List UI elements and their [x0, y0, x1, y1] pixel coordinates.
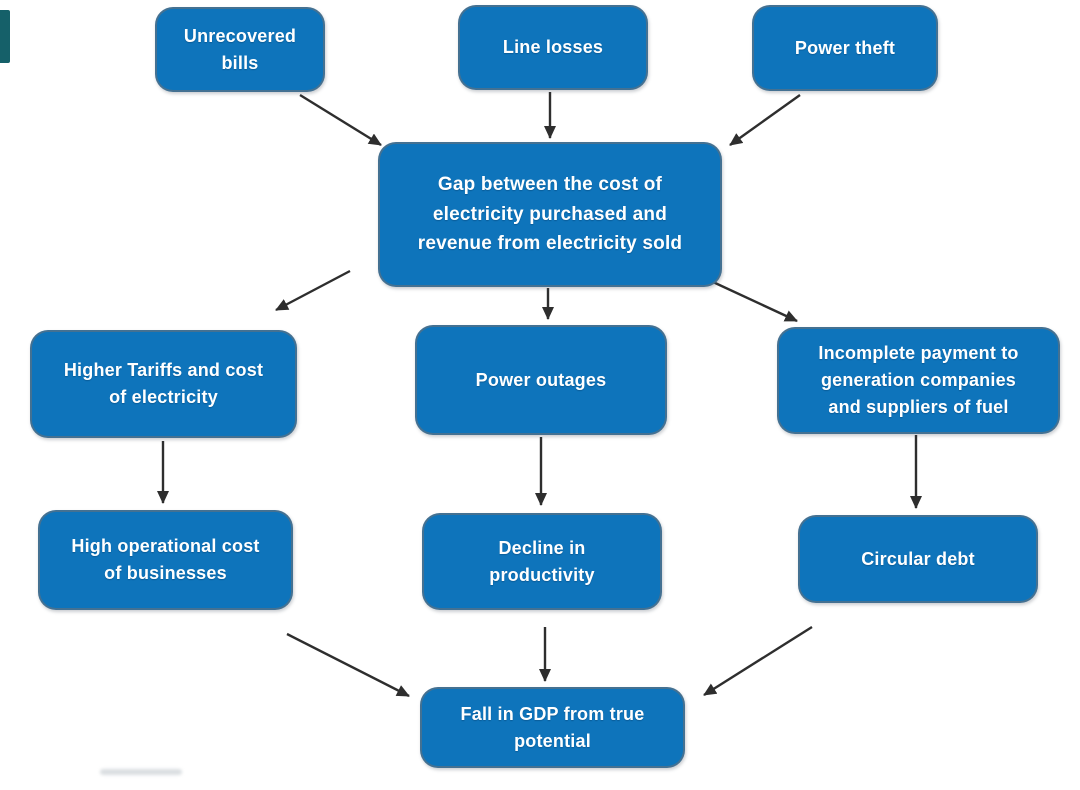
arrow-high-operational-cost-to-fall-gdp	[286, 632, 410, 698]
node-label: Gap between the cost of electricity purc…	[417, 174, 683, 255]
arrow-power-theft-to-gap	[729, 94, 801, 146]
node-fall-gdp: Fall in GDP from true potential	[420, 687, 685, 768]
node-unrecovered-bills: Unrecovered bills	[155, 7, 325, 92]
node-label: Power outages	[475, 369, 607, 390]
node-higher-tariffs: Higher Tariffs and cost of electricity	[30, 330, 297, 438]
node-line-losses: Line losses	[458, 5, 648, 90]
node-label: High operational cost of businesses	[71, 536, 260, 583]
node-incomplete-payment: Incomplete payment to generation compani…	[777, 327, 1060, 434]
node-label: Decline in productivity	[489, 537, 595, 585]
node-label: Fall in GDP from true potential	[460, 703, 645, 751]
node-decline-productivity: Decline in productivity	[422, 513, 662, 610]
arrow-circular-debt-to-fall-gdp	[703, 625, 813, 697]
node-label: Unrecovered bills	[183, 25, 297, 73]
node-label: Line losses	[502, 37, 604, 57]
node-gap-cost-revenue: Gap between the cost of electricity purc…	[378, 142, 722, 287]
node-label: Circular debt	[861, 548, 975, 569]
node-label: Higher Tariffs and cost of electricity	[63, 360, 264, 407]
node-high-operational-cost: High operational cost of businesses	[38, 510, 293, 610]
node-label: Power theft	[794, 37, 896, 58]
faded-print-artifact	[100, 769, 182, 775]
arrow-gap-to-incomplete-payment	[712, 280, 798, 323]
node-label: Incomplete payment to generation compani…	[818, 343, 1019, 417]
arrow-gap-to-higher-tariffs	[275, 269, 351, 312]
node-power-outages: Power outages	[415, 325, 667, 435]
node-circular-debt: Circular debt	[798, 515, 1038, 603]
arrow-unrecovered-bills-to-gap	[299, 93, 382, 147]
page-corner-tab	[0, 10, 10, 63]
node-power-theft: Power theft	[752, 5, 938, 91]
